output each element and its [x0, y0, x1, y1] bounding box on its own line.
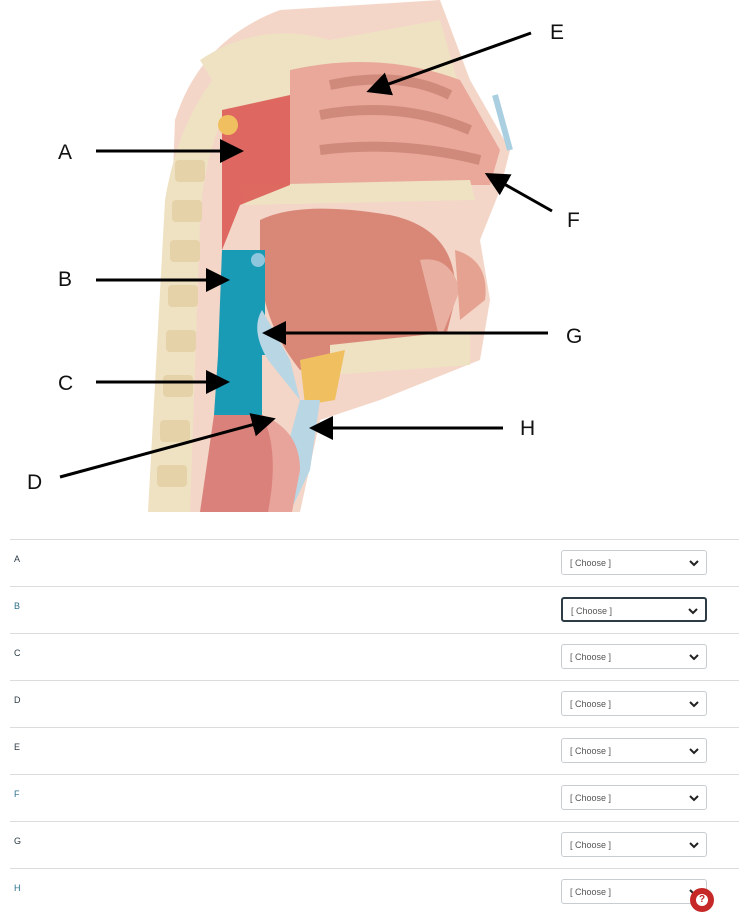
answer-select-e[interactable]: [ Choose ] [561, 738, 707, 763]
chevron-down-icon [689, 654, 699, 661]
select-value: [ Choose ] [570, 887, 612, 897]
answer-select-d[interactable]: [ Choose ] [561, 691, 707, 716]
chevron-down-icon [689, 842, 699, 849]
match-row-d: D [ Choose ] [10, 680, 739, 727]
select-value: [ Choose ] [570, 793, 612, 803]
select-value: [ Choose ] [570, 699, 612, 709]
head-neck-sagittal-illustration [148, 0, 513, 512]
callout-arrows [59, 31, 553, 479]
help-icon: ? [696, 894, 708, 906]
select-value: [ Choose ] [570, 558, 612, 568]
match-row-c: C [ Choose ] [10, 633, 739, 680]
row-label: F [14, 789, 20, 799]
answer-select-c[interactable]: [ Choose ] [561, 644, 707, 669]
callout-label-c: C [58, 372, 74, 395]
select-value: [ Choose ] [570, 746, 612, 756]
anatomy-figure: A B C D E F G H [27, 0, 583, 512]
row-label: D [14, 695, 21, 705]
match-row-h: H [ Choose ] [10, 868, 739, 915]
callout-label-e: E [550, 21, 565, 44]
callout-label-b: B [58, 268, 73, 291]
answer-select-h[interactable]: [ Choose ] [561, 879, 707, 904]
answer-select-b[interactable]: [ Choose ] [561, 597, 707, 622]
row-label: C [14, 648, 21, 658]
match-row-a: A [ Choose ] [10, 539, 739, 586]
chevron-down-icon [689, 560, 699, 567]
arrow-e [366, 31, 532, 96]
select-value: [ Choose ] [570, 652, 612, 662]
match-row-b: B [ Choose ] [10, 586, 739, 633]
callout-label-g: G [566, 325, 583, 348]
callout-label-a: A [58, 141, 73, 164]
match-row-e: E [ Choose ] [10, 727, 739, 774]
arrow-d [59, 413, 276, 479]
matching-question: A [ Choose ] B [ Choose ] C [ Choose ] D… [10, 539, 739, 915]
answer-select-f[interactable]: [ Choose ] [561, 785, 707, 810]
callout-label-d: D [27, 471, 43, 494]
answer-select-g[interactable]: [ Choose ] [561, 832, 707, 857]
chevron-down-icon [689, 701, 699, 708]
row-label: H [14, 883, 21, 893]
callout-label-h: H [520, 417, 536, 440]
row-label: E [14, 742, 21, 752]
answer-select-a[interactable]: [ Choose ] [561, 550, 707, 575]
callout-label-f: F [567, 209, 580, 232]
row-label: B [14, 601, 21, 611]
match-row-f: F [ Choose ] [10, 774, 739, 821]
chevron-down-icon [689, 795, 699, 802]
row-label: G [14, 836, 22, 846]
help-button[interactable]: ? [690, 888, 714, 912]
select-value: [ Choose ] [571, 606, 613, 616]
arrow-f [484, 173, 553, 213]
chevron-down-icon [688, 608, 698, 615]
select-value: [ Choose ] [570, 840, 612, 850]
match-row-g: G [ Choose ] [10, 821, 739, 868]
chevron-down-icon [689, 748, 699, 755]
row-label: A [14, 554, 21, 564]
